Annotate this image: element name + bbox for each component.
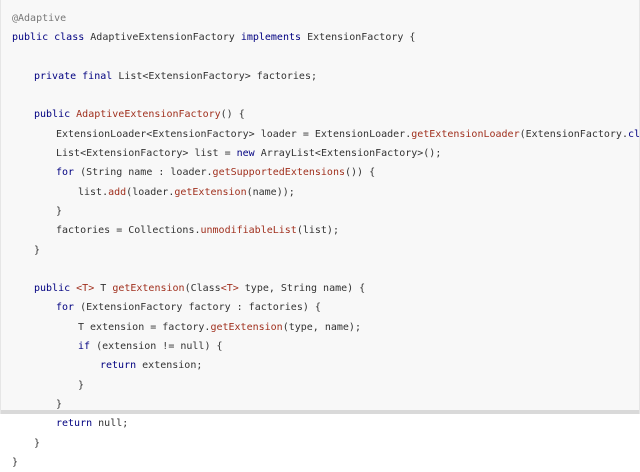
method-call: getSupportedExtensions: [212, 167, 345, 179]
code-line-list-add: list.add(loader.getExtension(name));: [12, 183, 639, 202]
close-brace: }: [34, 437, 41, 449]
for-keyword: for: [56, 302, 75, 314]
method-call: unmodifiableList: [200, 225, 297, 237]
code-text: null;: [98, 418, 129, 430]
code-text: T extension = factory.: [78, 321, 211, 333]
code-line-close-brace: }: [12, 241, 639, 260]
code-text: ExtensionLoader<ExtensionFactory> loader…: [56, 128, 412, 140]
code-line-close-brace: }: [12, 453, 639, 472]
code-line-return-null: return null;: [12, 414, 639, 433]
code-line-constructor: public AdaptiveExtensionFactory() {: [12, 105, 639, 124]
code-line-close-brace: }: [12, 202, 639, 221]
interface-name: ExtensionFactory {: [307, 32, 416, 44]
code-line-class-declaration: public class AdaptiveExtensionFactory im…: [12, 28, 639, 47]
code-text: (extension != null) {: [96, 341, 223, 353]
constructor-tail: () {: [220, 109, 245, 121]
class-modifiers: public class: [12, 32, 85, 44]
field-declaration: List<ExtensionFactory> factories;: [118, 70, 317, 82]
code-line-method-signature: public <T> T getExtension(Class<T> type,…: [12, 279, 639, 298]
code-text: (loader.: [126, 186, 175, 198]
code-text: (type, name);: [282, 321, 361, 333]
method-name: getExtension: [112, 283, 185, 295]
code-line-list: List<ExtensionFactory> list = new ArrayL…: [12, 144, 639, 163]
close-brace: }: [34, 244, 41, 256]
close-brace: }: [78, 379, 85, 391]
generic-type: <T>: [220, 283, 239, 295]
horizontal-scrollbar[interactable]: [1, 410, 639, 414]
code-line-if: if (extension != null) {: [12, 337, 639, 356]
code-line-assign: factories = Collections.unmodifiableList…: [12, 221, 639, 240]
for-keyword: for: [56, 167, 75, 179]
code-text: (list);: [296, 225, 339, 237]
code-line-close-brace: }: [12, 434, 639, 453]
code-text: List<ExtensionFactory> list =: [56, 148, 231, 160]
constructor-name: AdaptiveExtensionFactory: [76, 109, 221, 121]
close-brace: }: [12, 456, 19, 468]
code-text: (Class: [184, 283, 221, 295]
code-text: extension;: [142, 360, 203, 372]
code-line-blank: [12, 48, 639, 67]
return-keyword: return: [56, 418, 93, 430]
code-line-for-loop: for (ExtensionFactory factory : factorie…: [12, 298, 639, 317]
method-modifier: public: [34, 283, 71, 295]
method-call: getExtension: [210, 321, 283, 333]
method-call: add: [108, 186, 127, 198]
code-text: (name));: [246, 186, 295, 198]
code-text: factories = Collections.: [56, 225, 201, 237]
annotation-token: @Adaptive: [12, 13, 67, 24]
if-keyword: if: [78, 341, 91, 353]
close-brace: }: [56, 398, 63, 410]
code-text: list.: [78, 186, 109, 198]
code-line-field: private final List<ExtensionFactory> fac…: [12, 67, 639, 86]
code-text: (ExtensionFactory.: [519, 128, 628, 140]
code-line-loader: ExtensionLoader<ExtensionFactory> loader…: [12, 125, 640, 144]
implements-keyword: implements: [240, 32, 302, 44]
class-keyword: class: [627, 128, 640, 140]
generic-type: <T>: [76, 283, 95, 295]
code-line-blank: [12, 260, 639, 279]
code-line-close-brace: }: [12, 376, 639, 395]
return-keyword: return: [100, 360, 137, 372]
new-keyword: new: [236, 148, 255, 160]
code-line-return-extension: return extension;: [12, 356, 639, 375]
code-line-annotation: @Adaptive: [12, 9, 639, 28]
code-text: ()) {: [345, 167, 376, 179]
method-call: getExtensionLoader: [411, 128, 520, 140]
method-call: getExtension: [174, 186, 247, 198]
class-name: AdaptiveExtensionFactory: [90, 32, 235, 44]
close-brace: }: [56, 205, 63, 217]
constructor-modifier: public: [34, 109, 71, 121]
code-line-close-brace: }: [12, 395, 639, 414]
field-modifiers: private final: [34, 70, 113, 82]
code-line-extension-assign: T extension = factory.getExtension(type,…: [12, 318, 639, 337]
code-text: ArrayList<ExtensionFactory>();: [260, 148, 442, 160]
code-text: type, String name) {: [244, 283, 366, 295]
return-type: T: [100, 283, 107, 295]
code-line-blank: [12, 86, 639, 105]
code-line-for-loop: for (String name : loader.getSupportedEx…: [12, 163, 639, 182]
code-text: (ExtensionFactory factory : factories) {: [80, 302, 321, 314]
code-text: (String name : loader.: [80, 167, 213, 179]
